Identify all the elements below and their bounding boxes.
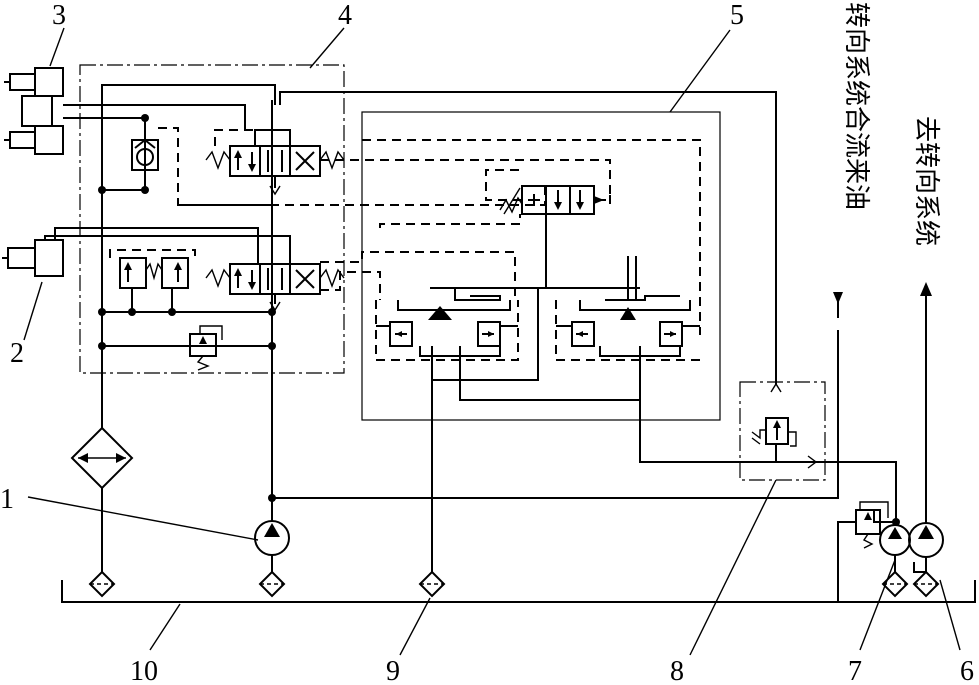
callout-9: 9 — [386, 656, 400, 685]
pressure-line-top — [279, 91, 777, 385]
cylinder-3 — [4, 67, 246, 155]
callout-2: 2 — [10, 338, 24, 369]
valve-8 — [739, 381, 897, 520]
callout-8: 8 — [670, 656, 684, 685]
strainer-1 — [88, 570, 116, 598]
strainer-9 — [418, 570, 446, 598]
pump-7 — [837, 501, 911, 602]
directional-valve-lower — [205, 235, 516, 312]
callout-4: 4 — [338, 0, 352, 31]
callout-10: 10 — [130, 656, 158, 685]
cylinder-2 — [2, 227, 259, 277]
callout-1: 1 — [0, 484, 14, 515]
label-to-steering: 去转向系统 — [911, 116, 941, 246]
relief-valves — [102, 249, 272, 313]
work-pump-1 — [254, 100, 843, 572]
callout-6: 6 — [960, 656, 974, 685]
directional-valve-upper — [205, 129, 611, 196]
check-valve — [102, 118, 272, 206]
cooler-icon — [70, 426, 134, 490]
box-5 — [361, 111, 721, 421]
strainer-7 — [881, 570, 909, 598]
return-line — [101, 84, 276, 572]
junction-dots — [98, 114, 276, 350]
pilot-valve — [180, 139, 701, 335]
strainer-2 — [258, 570, 286, 598]
small-relief-valve — [102, 325, 272, 371]
callout-5: 5 — [730, 0, 744, 31]
callout-7: 7 — [848, 656, 862, 685]
box-4 — [79, 64, 345, 374]
label-from-steering: 转向系统合流来油 — [841, 2, 871, 210]
leader-lines — [23, 27, 961, 656]
callout-3: 3 — [52, 0, 66, 31]
tank-line — [61, 580, 976, 603]
distribution-valves — [375, 256, 800, 572]
pump-6 — [908, 282, 944, 573]
strainer-6 — [912, 570, 940, 598]
